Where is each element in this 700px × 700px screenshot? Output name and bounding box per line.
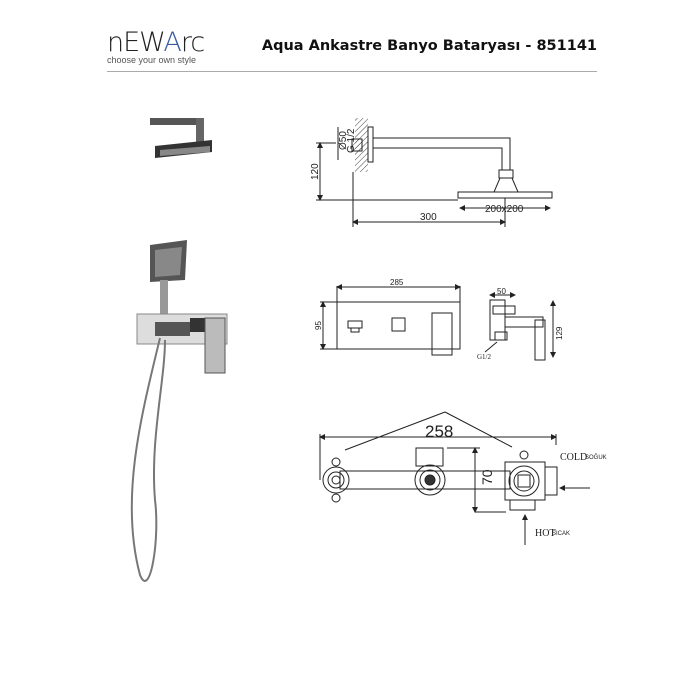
dim-129: 129 <box>555 326 564 340</box>
dim-70: 70 <box>479 469 495 485</box>
cold-label: COLD <box>560 452 587 463</box>
logo-tagline: choose your own style <box>107 55 197 65</box>
header-divider <box>107 71 597 72</box>
logo-text-end: rc <box>180 27 205 58</box>
dim-258: 258 <box>425 422 453 441</box>
mixer-front-drawing: 285 95 <box>314 278 461 356</box>
dim-head: 200x200 <box>485 204 524 215</box>
dim-285: 285 <box>390 278 404 287</box>
brand-logo: nEWArc choose your own style <box>107 27 205 65</box>
shower-arm-drawing: 120 Ø50 G 1/2 300 200x200 <box>310 118 553 227</box>
dim-diameter: Ø50 <box>338 131 349 150</box>
logo-text: nEW <box>107 27 164 58</box>
dim-95: 95 <box>314 321 323 330</box>
dim-thread: G 1/2 <box>346 128 357 153</box>
mixer-hand-shower-photo <box>130 240 228 582</box>
dim-g12: G1/2 <box>477 353 492 361</box>
dim-120: 120 <box>310 163 321 180</box>
valve-body-drawing: 258 70 COLD SOĞUK HOT SICAK <box>319 411 607 545</box>
mixer-side-drawing: 50 129 G1/2 <box>477 287 564 361</box>
page-title: Aqua Ankastre Banyo Bataryası - 851141 <box>261 38 597 54</box>
logo-accent: A <box>163 27 182 58</box>
shower-head-photo <box>150 118 212 158</box>
dim-300: 300 <box>420 212 437 223</box>
hot-label-tr: SICAK <box>552 531 570 537</box>
hot-label: HOT <box>535 528 556 539</box>
dim-50: 50 <box>497 287 506 296</box>
cold-label-tr: SOĞUK <box>585 454 607 461</box>
